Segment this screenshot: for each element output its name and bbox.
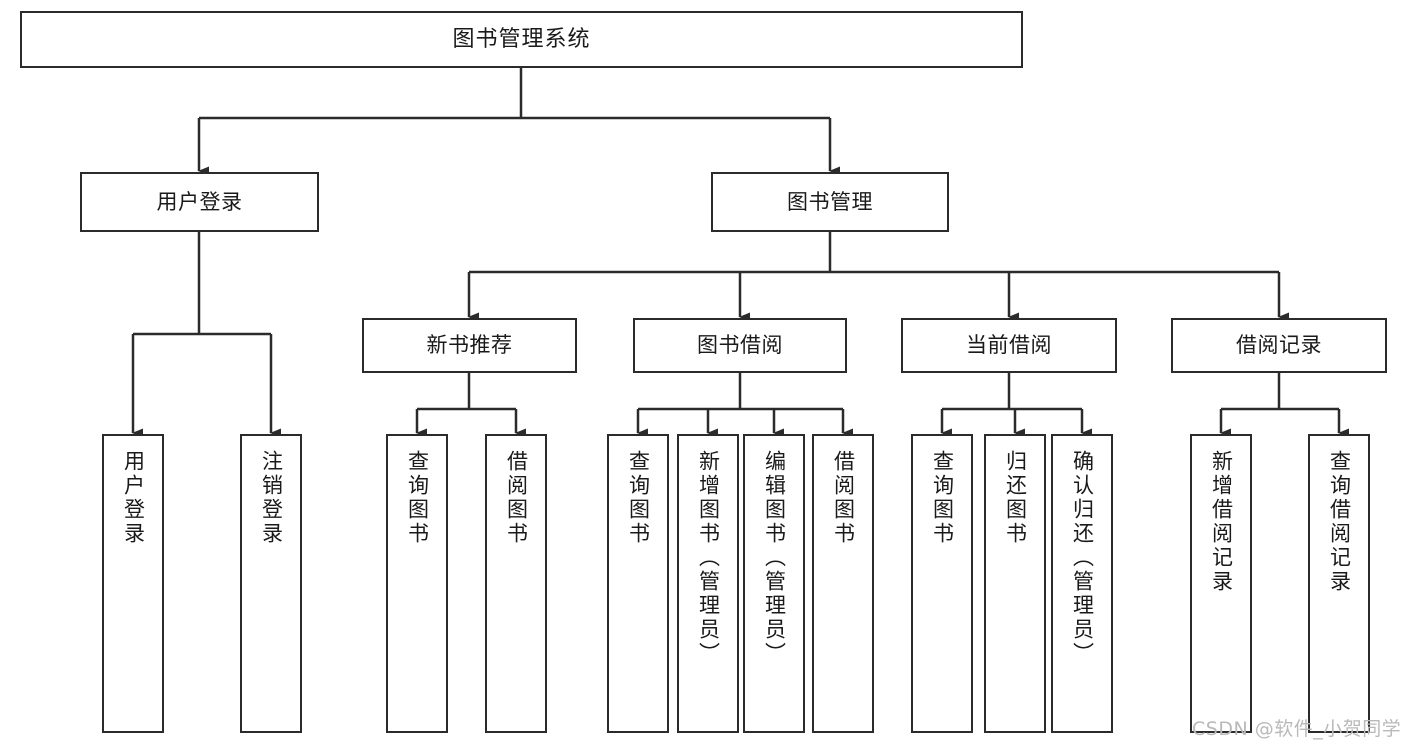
node-leaf-user-login[interactable]: 用户登录 xyxy=(102,434,164,733)
node-leaf-query-record[interactable]: 查询借阅记录 xyxy=(1308,434,1370,733)
edge-group xyxy=(131,68,1349,438)
node-label: 归还图书 xyxy=(1003,450,1028,546)
node-leaf-query-book-3[interactable]: 查询图书 xyxy=(911,434,973,733)
node-label: 查询借阅记录 xyxy=(1327,450,1352,594)
node-current-borrow[interactable]: 当前借阅 xyxy=(901,318,1117,373)
node-label: 新书推荐 xyxy=(426,333,513,358)
node-label: 确认归还（管理员） xyxy=(1070,450,1095,666)
node-leaf-return-book[interactable]: 归还图书 xyxy=(984,434,1046,733)
node-label: 查询图书 xyxy=(626,450,651,546)
node-leaf-logout[interactable]: 注销登录 xyxy=(240,434,302,733)
node-label: 图书借阅 xyxy=(697,333,783,358)
node-user-login[interactable]: 用户登录 xyxy=(80,172,319,232)
node-label: 用户登录 xyxy=(121,450,146,546)
node-book-admin[interactable]: 图书管理 xyxy=(711,172,949,232)
node-leaf-query-book-2[interactable]: 查询图书 xyxy=(607,434,669,733)
node-leaf-edit-book[interactable]: 编辑图书（管理员） xyxy=(743,434,805,733)
node-leaf-add-book[interactable]: 新增图书（管理员） xyxy=(677,434,739,733)
node-leaf-borrow-book-1[interactable]: 借阅图书 xyxy=(485,434,547,733)
node-leaf-query-book-1[interactable]: 查询图书 xyxy=(386,434,448,733)
node-label: 图书管理系统 xyxy=(452,26,591,52)
node-leaf-borrow-book-2[interactable]: 借阅图书 xyxy=(812,434,874,733)
node-label: 用户登录 xyxy=(156,189,243,214)
node-leaf-confirm-return[interactable]: 确认归还（管理员） xyxy=(1051,434,1113,733)
node-book-borrow[interactable]: 图书借阅 xyxy=(633,318,847,373)
node-label: 图书管理 xyxy=(787,189,873,214)
node-label: 当前借阅 xyxy=(966,333,1052,358)
node-leaf-add-record[interactable]: 新增借阅记录 xyxy=(1190,434,1252,733)
node-label: 新增借阅记录 xyxy=(1209,450,1234,594)
node-label: 新增图书（管理员） xyxy=(696,450,721,666)
node-new-book-rec[interactable]: 新书推荐 xyxy=(362,318,577,373)
node-label: 借阅图书 xyxy=(504,450,529,546)
node-label: 借阅记录 xyxy=(1236,333,1322,358)
node-label: 查询图书 xyxy=(405,450,430,546)
node-label: 借阅图书 xyxy=(831,450,856,546)
node-label: 查询图书 xyxy=(930,450,955,546)
node-borrow-record[interactable]: 借阅记录 xyxy=(1171,318,1387,373)
node-root[interactable]: 图书管理系统 xyxy=(20,11,1023,68)
node-label: 编辑图书（管理员） xyxy=(762,450,787,666)
node-label: 注销登录 xyxy=(259,450,284,546)
